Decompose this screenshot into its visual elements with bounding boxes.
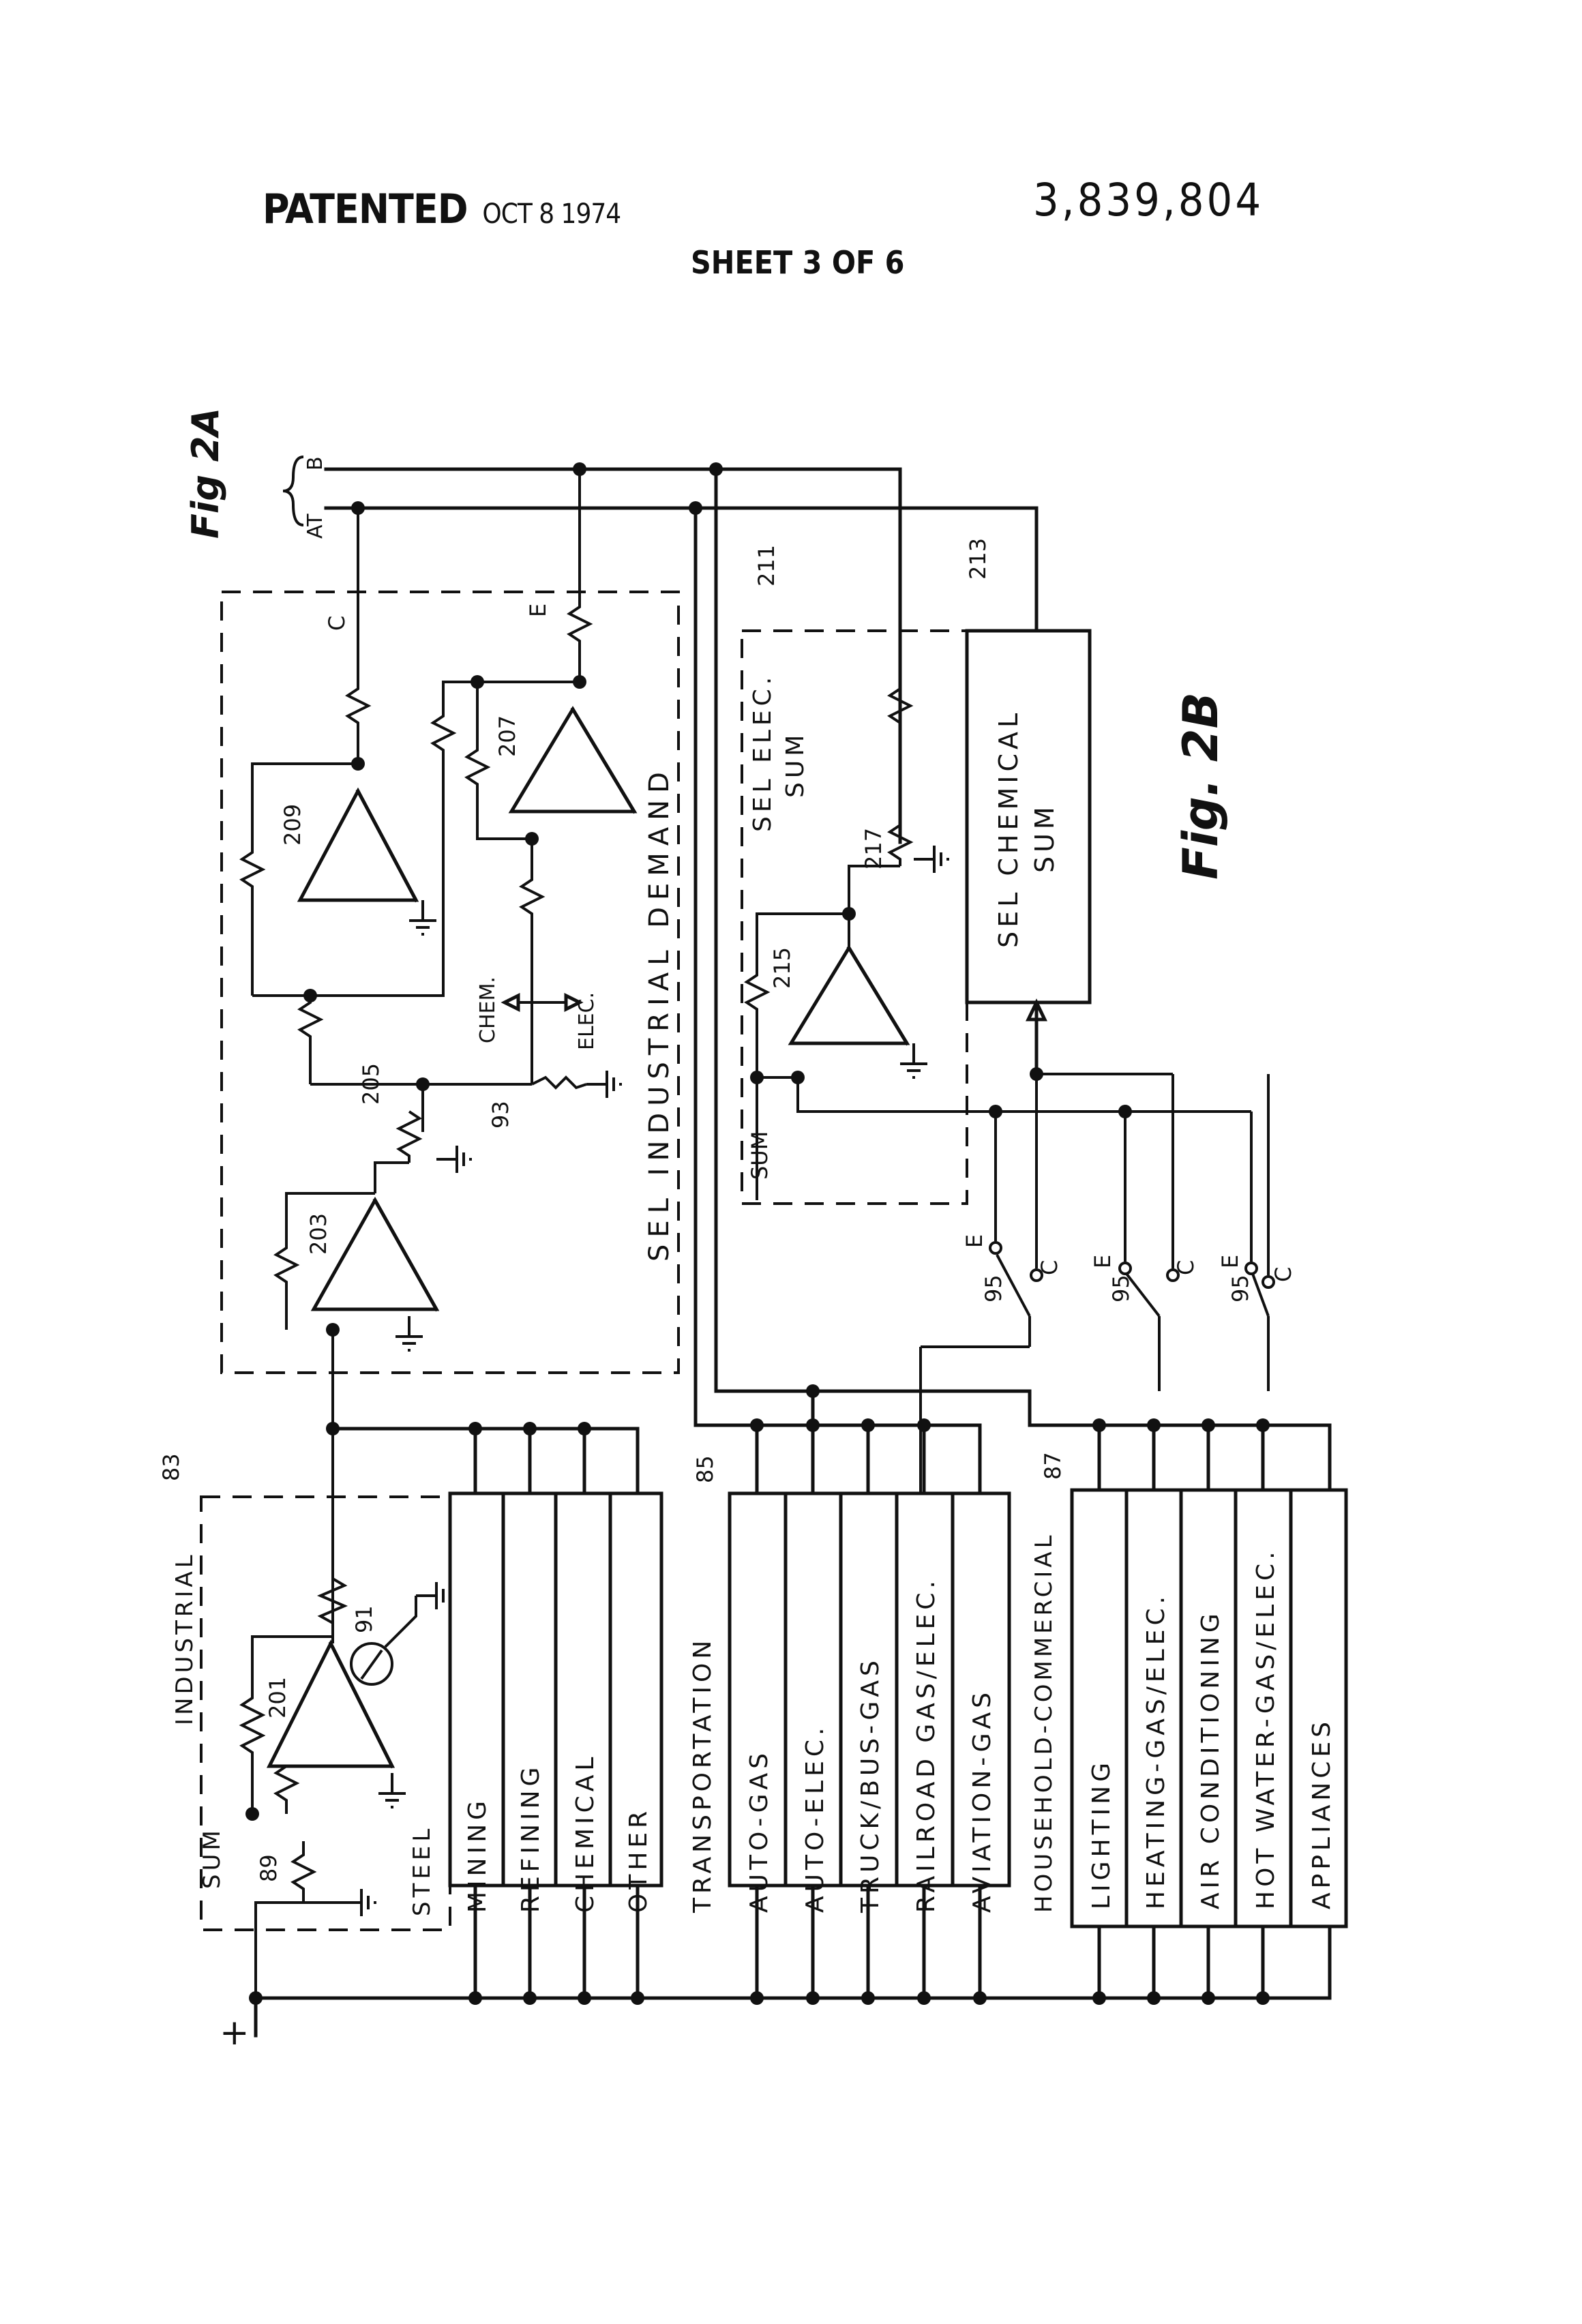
connector-at-label: AT	[303, 513, 327, 539]
label-heating: HEATING-GAS/ELEC.	[1142, 1592, 1170, 1909]
switch-2-e: E	[1090, 1255, 1116, 1268]
connector-e-label: E	[525, 604, 551, 617]
label-hot-water: HOT WATER-GAS/ELEC.	[1252, 1547, 1280, 1909]
ref-217: 217	[861, 828, 886, 869]
fig2a-connector: Fig 2A AT B	[184, 408, 327, 539]
industrial-sum-label-b: SUM	[198, 1827, 226, 1889]
switch-3-e: E	[1217, 1255, 1243, 1268]
ref-89: 89	[256, 1854, 282, 1882]
label-auto-gas: AUTO-GAS	[745, 1749, 773, 1913]
industrial-sum-box: INDUSTRIAL SUM 83 201 91 89	[158, 1429, 450, 1998]
label-railroad: RAILROAD GAS/ELEC.	[912, 1577, 940, 1913]
label-appliances: APPLIANCES	[1308, 1718, 1336, 1909]
sel-elec-sum-label-b: SUM	[781, 731, 809, 798]
connector-lines	[326, 462, 1036, 842]
ref-211: 211	[753, 545, 779, 586]
label-auto-elec: AUTO-ELEC.	[801, 1724, 829, 1913]
sel-elec-sum-label-a: SEL ELEC.	[749, 673, 777, 832]
connector-c-label: C	[324, 616, 350, 631]
ref-87: 87	[1040, 1452, 1066, 1480]
ref-93: 93	[488, 1101, 513, 1129]
label-truck-bus-gas: TRUCK/BUS-GAS	[856, 1656, 884, 1913]
switch-1-c: C	[1036, 1260, 1062, 1275]
switch-3-95: 95	[1227, 1275, 1253, 1302]
ref-203: 203	[305, 1213, 331, 1255]
switch-1-95: 95	[981, 1275, 1006, 1302]
label-transportation: TRANSPORTATION	[689, 1637, 717, 1913]
selector-switches: E C 95 E C 95 E C 95	[921, 1074, 1296, 1493]
sel-chemical-sum-label-b: SUM	[1030, 803, 1060, 873]
chem-label: CHEM.	[476, 977, 500, 1043]
connector-b-label: B	[303, 456, 327, 471]
label-steel: STEEL	[408, 1825, 436, 1916]
fig2a-label: Fig 2A	[184, 408, 227, 539]
supply-bus: +	[220, 1886, 1330, 2053]
sel-industrial-demand-label: SEL INDUSTRIAL DEMAND	[644, 765, 675, 1262]
label-air-conditioning: AIR CONDITIONING	[1197, 1609, 1225, 1909]
ref-215: 215	[769, 947, 795, 989]
label-aviation-gas: AVIATION-GAS	[968, 1688, 996, 1913]
ref-213: 213	[965, 538, 991, 580]
figure-title: Fig. 2B	[1173, 692, 1229, 880]
sel-chemical-sum-label-a: SEL CHEMICAL	[994, 709, 1024, 948]
ref-85: 85	[692, 1455, 718, 1483]
sum-label: SUM	[747, 1131, 773, 1180]
ref-207: 207	[494, 715, 520, 757]
switch-2-c: C	[1173, 1260, 1199, 1275]
ref-91: 91	[351, 1605, 377, 1633]
sel-industrial-demand-box: SEL INDUSTRIAL DEMAND 203 205 209 C 207	[222, 469, 678, 1429]
plus-supply-label: +	[220, 2012, 250, 2053]
switch-3-c: C	[1270, 1267, 1296, 1282]
ref-201: 201	[265, 1677, 290, 1718]
ref-209: 209	[280, 804, 305, 846]
input-labels: STEEL MINING REFINING CHEMICAL OTHER TRA…	[408, 1532, 1336, 1916]
switch-1-e: E	[961, 1234, 987, 1248]
ref-83: 83	[158, 1453, 184, 1481]
industrial-sum-label: INDUSTRIAL	[171, 1551, 198, 1725]
label-lighting: LIGHTING	[1088, 1759, 1116, 1909]
label-mining: MINING	[464, 1797, 492, 1913]
switch-2-95: 95	[1108, 1275, 1134, 1302]
sel-elec-sum-box: SEL ELEC. SUM 211 SUM 215 217	[742, 545, 996, 1204]
label-household: HOUSEHOLD-COMMERCIAL	[1030, 1532, 1058, 1913]
